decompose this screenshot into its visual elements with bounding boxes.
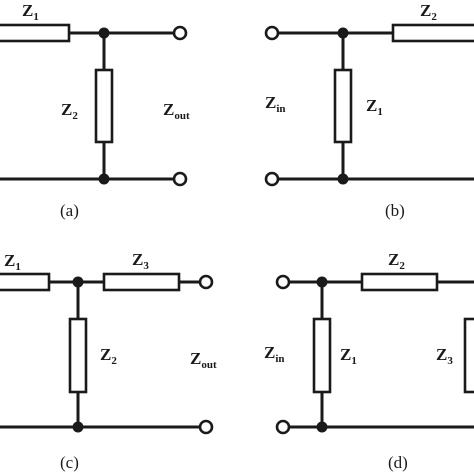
label-z3: Z3	[436, 345, 453, 367]
junction-node	[316, 276, 328, 288]
input-terminal[interactable]	[264, 25, 280, 41]
impedance-z2	[391, 23, 474, 43]
impedance-z2	[94, 68, 114, 144]
label-zout: Zout	[190, 349, 217, 371]
input-terminal[interactable]	[275, 274, 291, 290]
junction-node	[98, 173, 110, 185]
label-zin: Zin	[264, 343, 285, 365]
output-terminal[interactable]	[172, 25, 188, 41]
junction-node	[98, 27, 110, 39]
impedance-z1	[0, 23, 71, 43]
junction-node	[337, 173, 349, 185]
caption-c: (c)	[60, 453, 79, 472]
label-z2: Z2	[61, 100, 78, 122]
label-zout: Zout	[163, 100, 190, 122]
label-z1: Z1	[22, 1, 39, 23]
circuit-b: Z2 Zin Z1 (b)	[264, 1, 474, 220]
input-terminal[interactable]	[275, 419, 291, 435]
output-terminal[interactable]	[198, 419, 214, 435]
impedance-z1	[333, 68, 353, 144]
junction-node	[72, 276, 84, 288]
label-zin: Zin	[265, 93, 286, 115]
output-terminal[interactable]	[198, 274, 214, 290]
output-terminal[interactable]	[172, 171, 188, 187]
circuit-c: Z1 Z3 Z2 Zout (c)	[0, 250, 217, 472]
caption-b: (b)	[385, 201, 405, 220]
label-z1: Z1	[366, 96, 383, 118]
circuit-d: Z2 Zin Z1 Z3 (d)	[264, 250, 474, 472]
impedance-z2	[360, 272, 439, 292]
junction-node	[337, 27, 349, 39]
impedance-z2	[68, 317, 88, 394]
input-terminal[interactable]	[264, 171, 280, 187]
label-z1: Z1	[340, 345, 357, 367]
caption-d: (d)	[388, 453, 408, 472]
junction-node	[72, 421, 84, 433]
label-z2: Z2	[420, 1, 437, 23]
label-z2: Z2	[388, 250, 405, 272]
label-z3: Z3	[132, 250, 149, 272]
caption-a: (a)	[60, 201, 79, 220]
label-z2: Z2	[100, 345, 117, 367]
label-z1: Z1	[4, 251, 21, 273]
impedance-z3	[463, 317, 474, 394]
impedance-z1	[312, 317, 332, 394]
impedance-z3	[102, 272, 181, 292]
junction-node	[316, 421, 328, 433]
impedance-z1	[0, 272, 51, 292]
circuit-a: Z1 Z2 Zout (a)	[0, 1, 190, 220]
